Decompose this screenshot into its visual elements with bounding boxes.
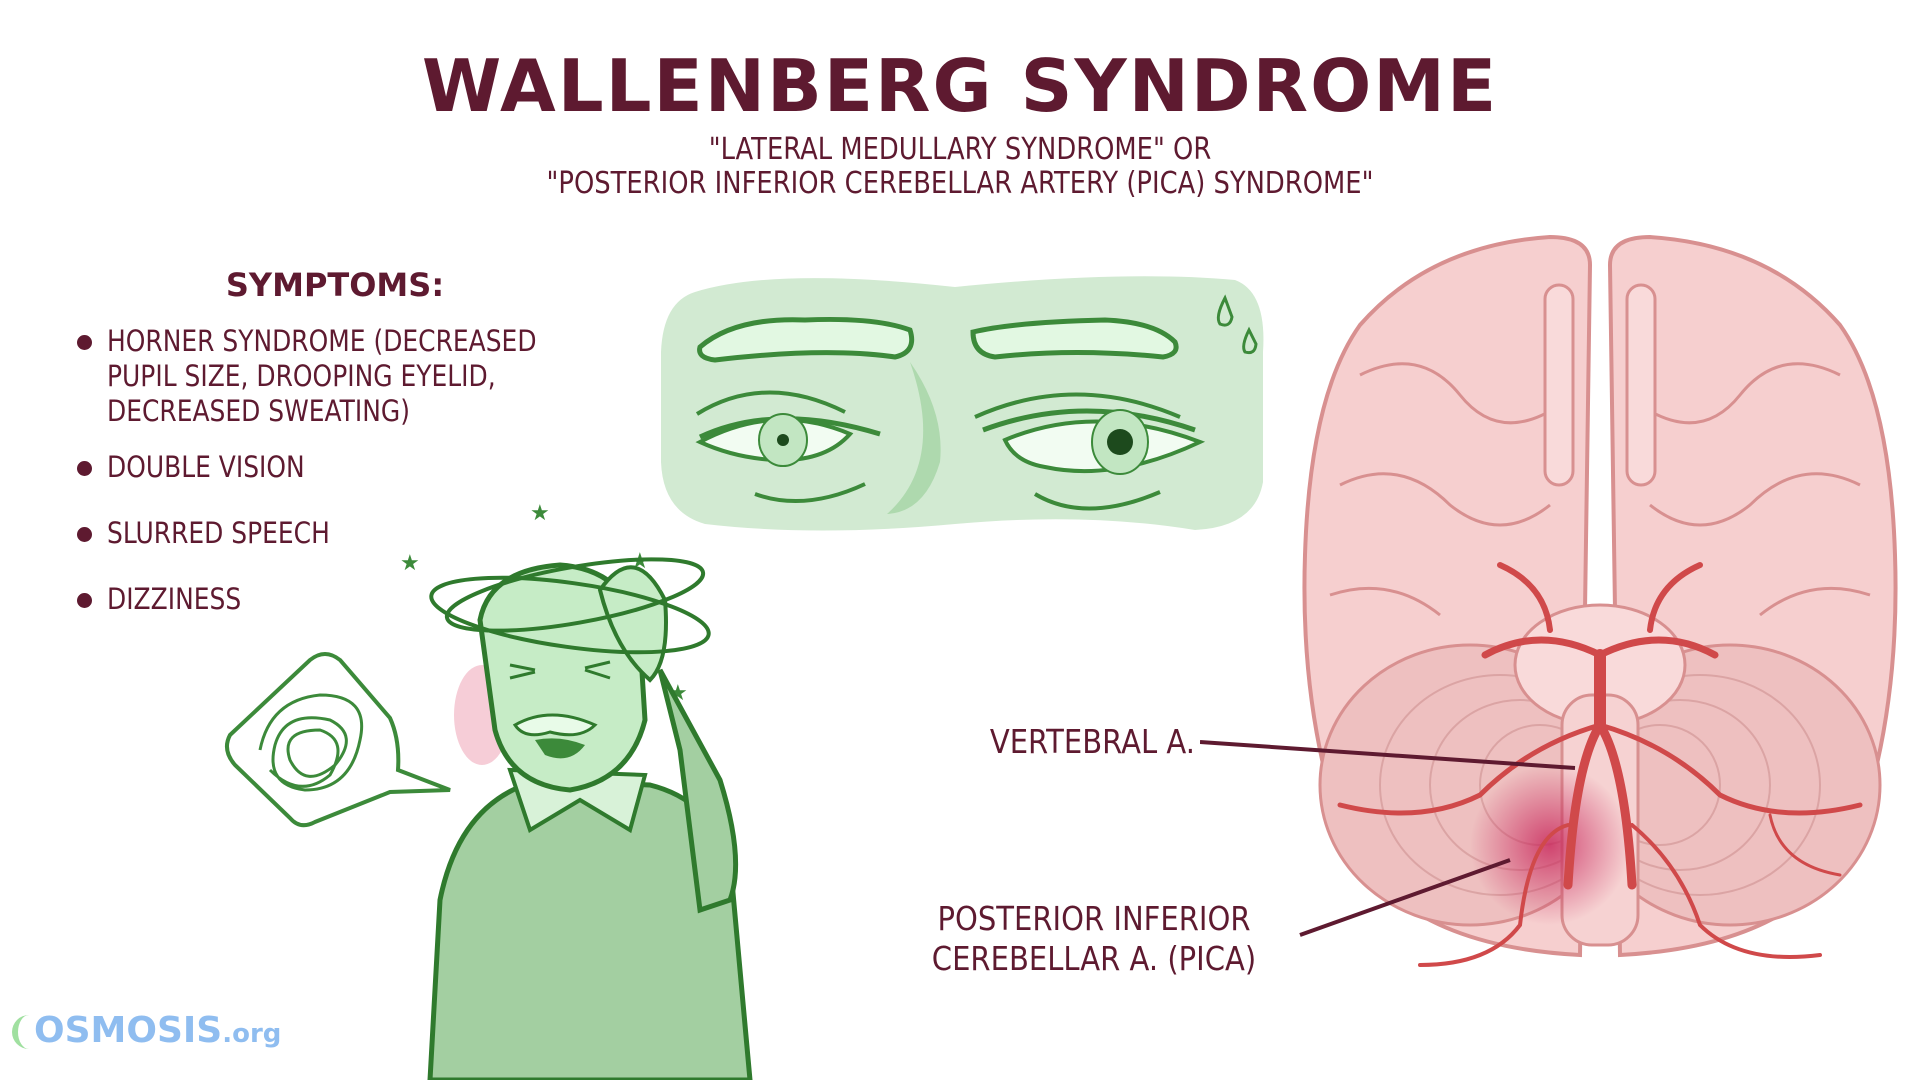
symptom-label: SLURRED SPEECH — [107, 516, 330, 550]
bullet-icon — [77, 593, 92, 608]
eyes-panel-illustration — [661, 276, 1264, 531]
osmosis-logo[interactable]: OSMOSIS.org — [12, 1010, 281, 1051]
symptom-item: SLURRED SPEECH — [75, 516, 635, 582]
bullet-icon — [77, 335, 92, 350]
symptoms-list: HORNER SYNDROME (DECREASED PUPIL SIZE, D… — [75, 324, 635, 642]
bullet-icon — [77, 461, 92, 476]
symptom-label: DOUBLE VISION — [107, 450, 305, 484]
dizzy-patient-illustration: ★ ★ ★ ★ — [400, 501, 753, 1080]
logo-brand: OSMOSIS — [34, 1010, 223, 1051]
logo-arc-icon — [12, 1015, 32, 1049]
page-title: WALLENBERG SYNDROME — [421, 44, 1499, 128]
symptom-item: DIZZINESS — [75, 582, 635, 642]
label-vertebral-artery: VERTEBRAL A. — [989, 722, 1195, 761]
svg-text:★: ★ — [400, 551, 420, 576]
symptom-label: HORNER SYNDROME (DECREASED PUPIL SIZE, D… — [107, 324, 537, 428]
symptom-item: DOUBLE VISION — [75, 450, 635, 516]
brain-inferior-view — [1302, 234, 1898, 967]
symptoms-heading: SYMPTOMS: — [225, 266, 445, 304]
symptom-item: HORNER SYNDROME (DECREASED PUPIL SIZE, D… — [75, 324, 635, 436]
bullet-icon — [77, 527, 92, 542]
subtitle-line-2: "POSTERIOR INFERIOR CEREBELLAR ARTERY (P… — [546, 166, 1374, 201]
symptom-label: DIZZINESS — [107, 582, 242, 616]
label-pica-line-2: CEREBELLAR A. (PICA) — [931, 939, 1257, 978]
subtitle-line-1: "LATERAL MEDULLARY SYNDROME" OR — [708, 132, 1212, 167]
scribble-speech-bubble — [224, 652, 451, 828]
label-pica-line-1: POSTERIOR INFERIOR — [937, 899, 1251, 938]
label-leader-lines — [1200, 740, 1576, 937]
logo-suffix: .org — [222, 1019, 282, 1049]
svg-text:★: ★ — [530, 501, 550, 526]
